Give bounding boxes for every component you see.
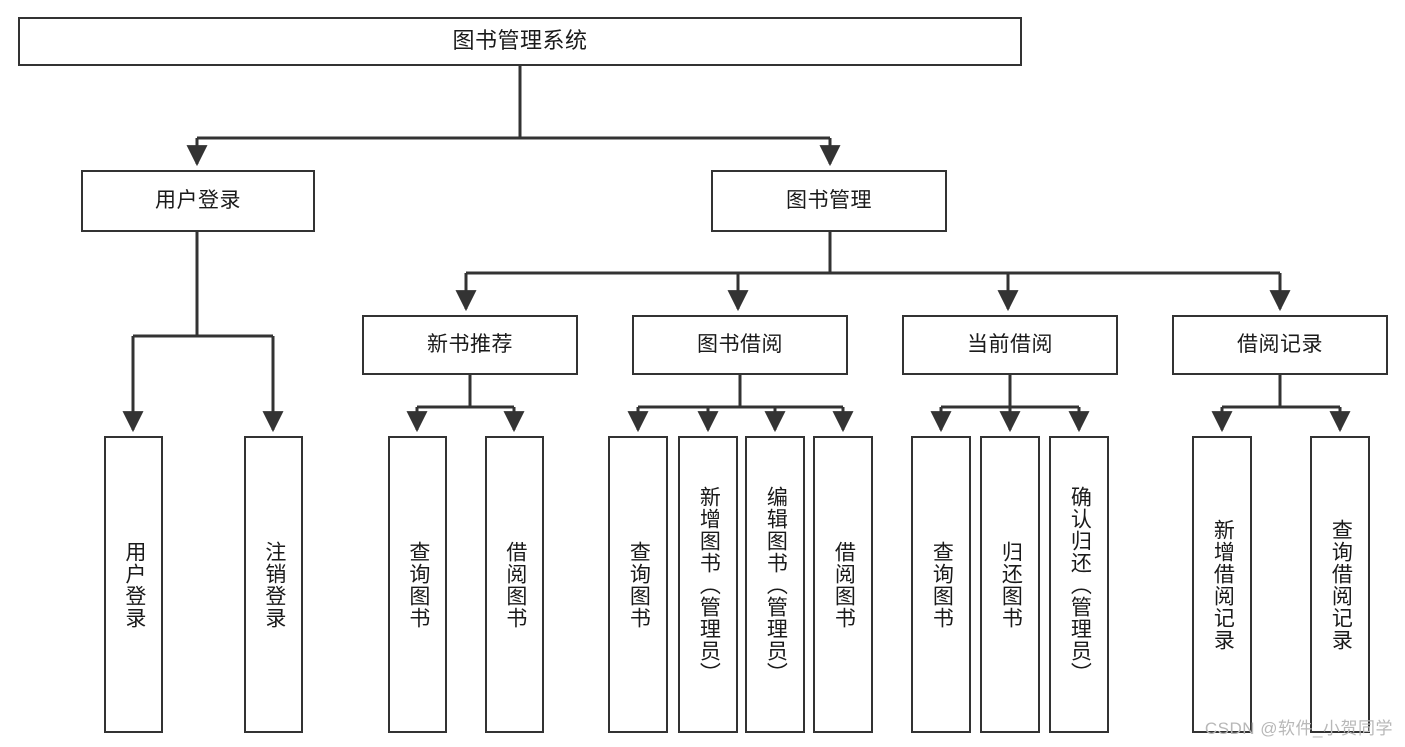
node-label: 归还图书	[999, 540, 1023, 629]
leaf-add-book-admin[interactable]: 新增图书（管理员）	[678, 436, 738, 733]
node-label: 当前借阅	[967, 333, 1053, 357]
node-label: 查询图书	[627, 540, 651, 629]
node-book-management[interactable]: 图书管理	[711, 170, 947, 232]
leaf-return-book[interactable]: 归还图书	[980, 436, 1040, 733]
leaf-logout[interactable]: 注销登录	[244, 436, 303, 733]
node-label: 查询图书	[930, 540, 954, 629]
leaf-user-login[interactable]: 用户登录	[104, 436, 163, 733]
csdn-watermark: CSDN @软件_小贺同学	[1204, 719, 1393, 738]
leaf-edit-book-admin[interactable]: 编辑图书（管理员）	[745, 436, 805, 733]
node-label: 编辑图书（管理员）	[764, 485, 788, 684]
node-label: 图书借阅	[697, 333, 783, 357]
node-label: 图书管理	[786, 189, 872, 213]
node-root-system[interactable]: 图书管理系统	[18, 17, 1022, 66]
node-borrow-record[interactable]: 借阅记录	[1172, 315, 1388, 375]
node-label: 查询图书	[406, 540, 430, 629]
node-label: 用户登录	[155, 189, 241, 213]
node-label: 借阅图书	[503, 540, 527, 629]
node-label: 借阅记录	[1237, 333, 1323, 357]
node-label: 新增图书（管理员）	[697, 485, 721, 684]
node-label: 图书管理系统	[452, 28, 588, 54]
leaf-add-borrow-record[interactable]: 新增借阅记录	[1192, 436, 1252, 733]
node-book-borrow[interactable]: 图书借阅	[632, 315, 848, 375]
leaf-query-book-recommend[interactable]: 查询图书	[388, 436, 447, 733]
node-label: 注销登录	[262, 540, 286, 629]
node-label: 确认归还（管理员）	[1068, 485, 1092, 684]
node-label: 借阅图书	[832, 540, 856, 629]
node-label: 新增借阅记录	[1211, 518, 1235, 651]
leaf-borrow-book[interactable]: 借阅图书	[813, 436, 873, 733]
leaf-confirm-return-admin[interactable]: 确认归还（管理员）	[1049, 436, 1109, 733]
node-label: 新书推荐	[427, 333, 513, 357]
node-user-login[interactable]: 用户登录	[81, 170, 315, 232]
node-label: 查询借阅记录	[1329, 518, 1353, 651]
node-new-book-recommend[interactable]: 新书推荐	[362, 315, 578, 375]
leaf-query-book-borrow[interactable]: 查询图书	[608, 436, 668, 733]
leaf-query-borrow-record[interactable]: 查询借阅记录	[1310, 436, 1370, 733]
node-current-borrow[interactable]: 当前借阅	[902, 315, 1118, 375]
node-label: 用户登录	[122, 540, 146, 629]
leaf-query-book-current[interactable]: 查询图书	[911, 436, 971, 733]
leaf-borrow-book-recommend[interactable]: 借阅图书	[485, 436, 544, 733]
